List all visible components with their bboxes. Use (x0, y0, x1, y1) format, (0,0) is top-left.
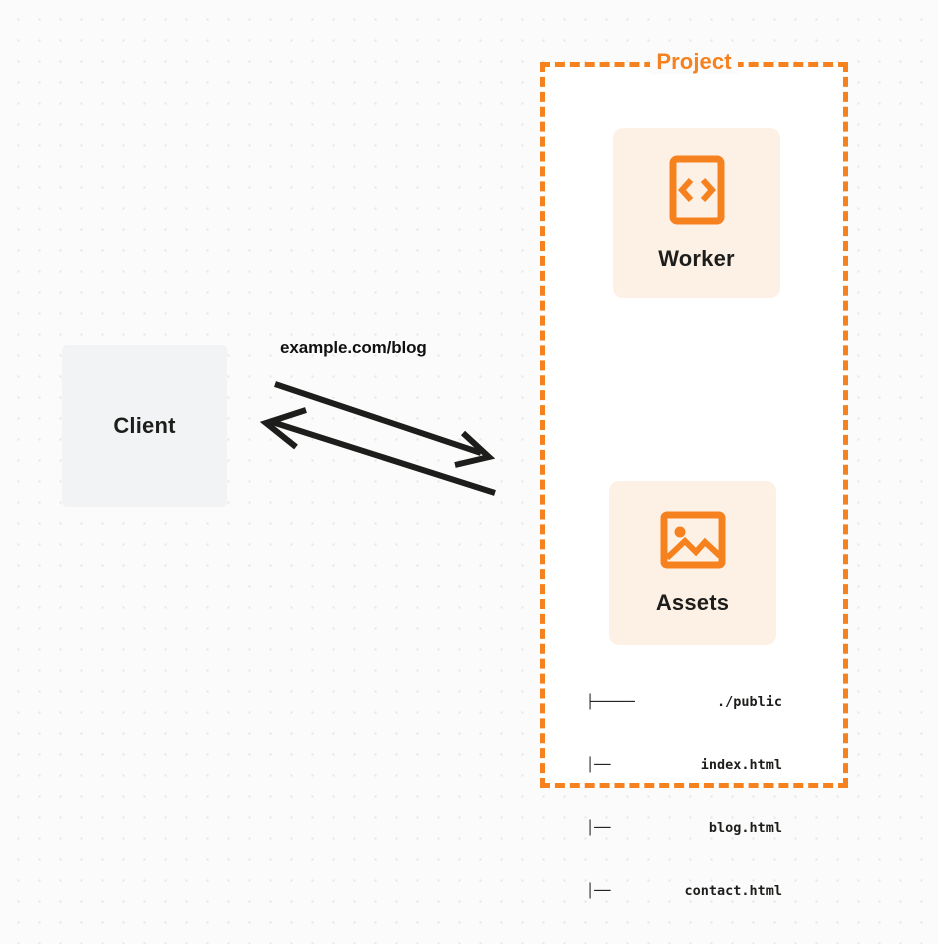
arrow-request-to-project (274, 381, 496, 468)
node-assets-label: Assets (655, 589, 730, 615)
tree-item-name: blog.html (708, 820, 782, 836)
node-client[interactable]: Client (62, 345, 227, 507)
tree-row: │── contact.html (586, 881, 782, 902)
tree-item-name: index.html (700, 757, 782, 773)
edge-label-request-url: example.com/blog (280, 338, 427, 357)
group-project-title: Project (540, 49, 848, 75)
tree-item-name: ./public (716, 694, 782, 710)
node-assets[interactable]: Assets (609, 481, 776, 645)
tree-item-name: contact.html (684, 883, 782, 899)
tree-row: │── blog.html (586, 818, 782, 839)
node-worker-label: Worker (658, 245, 735, 271)
arrow-response-to-client (259, 407, 496, 496)
tree-branch-glyph: │── (586, 820, 611, 836)
tree-branch-glyph: │── (586, 883, 611, 899)
diagram-canvas: Client example.com/blog Project Worker (62, 49, 848, 899)
tree-branch-glyph: ├───── (586, 694, 635, 710)
node-worker[interactable]: Worker (613, 128, 780, 298)
image-icon (660, 511, 726, 574)
group-project-title-text: Project (650, 49, 738, 74)
tree-branch-glyph: │── (586, 757, 611, 773)
node-client-label: Client (113, 413, 176, 438)
tree-row: │── index.html (586, 755, 782, 776)
edge-arrows (259, 381, 496, 496)
assets-file-tree: ├───── ./public │── index.html │── blog.… (586, 650, 782, 944)
code-brackets-icon (669, 155, 725, 230)
tree-row: ├───── ./public (586, 692, 782, 713)
